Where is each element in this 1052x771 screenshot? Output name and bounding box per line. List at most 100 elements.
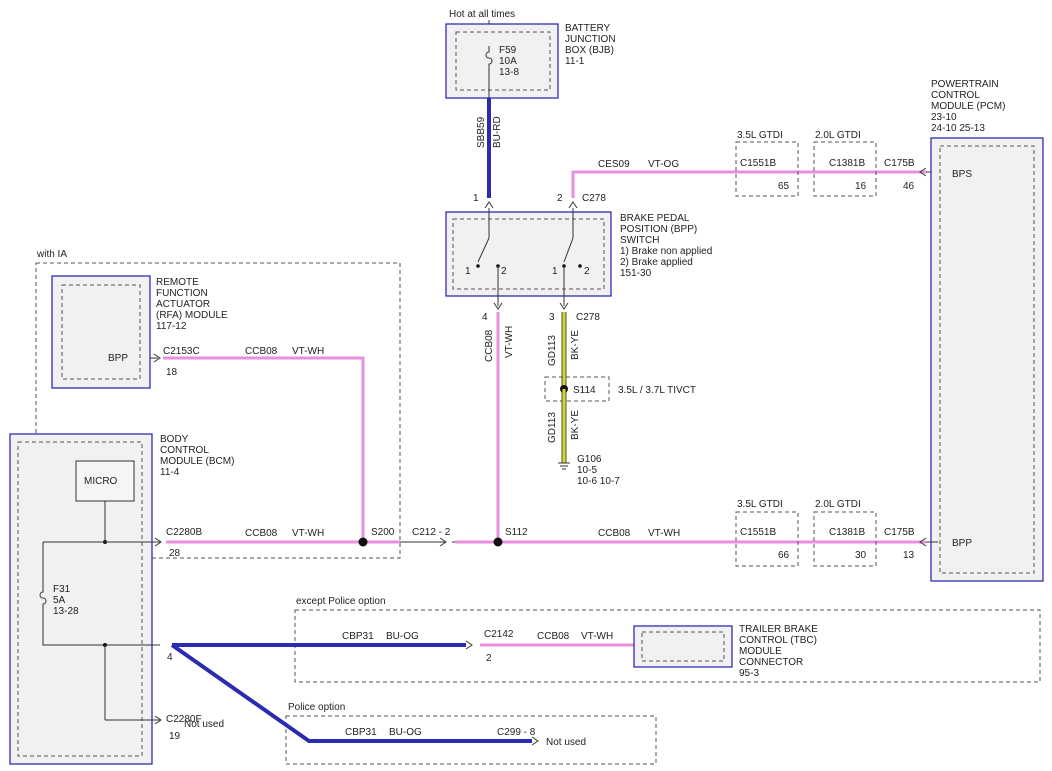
bpp-contact-label-3: 1 xyxy=(552,266,558,277)
c212-label: C212 - 2 xyxy=(412,527,451,538)
c1381b-bottom-box xyxy=(813,511,877,567)
bcm-title-2: CONTROL xyxy=(160,445,209,456)
rfa-pin-bpp: BPP xyxy=(108,353,128,364)
wire-ccb08-rfa xyxy=(163,356,365,542)
c1551b-bottom-box xyxy=(735,511,799,567)
bpp-title-3: SWITCH xyxy=(620,235,659,246)
rfa-title-5: 117-12 xyxy=(156,321,187,332)
c1551b-bottom-pin: 66 xyxy=(778,550,790,561)
c2280f-not-used: Not used xyxy=(184,719,224,730)
rfa-title-4: (RFA) MODULE xyxy=(156,310,228,321)
c1381b-bottom-pin: 30 xyxy=(855,550,867,561)
bpp-switch-blade-1 xyxy=(477,237,490,263)
c1551b-top-label: C1551B xyxy=(740,158,776,169)
c278-pin-2: 2 xyxy=(557,193,563,204)
hot-at-all-times-label: Hot at all times xyxy=(449,9,515,20)
trailer-brake-control-module xyxy=(633,625,733,668)
bcm-fuse-f31-path xyxy=(39,542,160,646)
c175b-bottom-label: C175B xyxy=(884,527,915,538)
c175b-bottom-pin: 13 xyxy=(903,550,915,561)
fuse-f59-symbol xyxy=(485,46,493,98)
sbb59-color-label: BU-RD xyxy=(492,116,503,148)
tbc-title-5: 95-3 xyxy=(739,668,759,679)
bcm-title-3: MODULE (BCM) xyxy=(160,456,234,467)
c1381b-top-pin: 16 xyxy=(855,181,867,192)
bpp-switch-blade-2 xyxy=(563,237,574,263)
bjb-fuse-rating: 10A xyxy=(499,56,517,67)
pcm-title-2: CONTROL xyxy=(931,90,980,101)
bpp-contact-label-1: 1 xyxy=(465,266,471,277)
police-option-group-outline xyxy=(285,715,657,765)
g106-label: G106 xyxy=(577,454,602,465)
g106-ref-2: 10-6 10-7 xyxy=(577,476,620,487)
pcm-inner-outline xyxy=(939,145,1035,574)
c299-label: C299 - 8 xyxy=(497,727,536,738)
pcm-bpp-arrow xyxy=(919,537,927,547)
gd113-upper-circuit: GD113 xyxy=(547,335,558,366)
bpp-title-5: 2) Brake applied xyxy=(620,257,693,268)
c2142-arrow xyxy=(465,640,473,650)
bjb-fuse-ref: 13-8 xyxy=(499,67,519,78)
bpp-contact-2b xyxy=(578,264,582,268)
c278-pin3-arrow xyxy=(559,302,569,310)
c2142-label: C2142 xyxy=(484,629,514,640)
bcm-micro-box xyxy=(75,460,135,502)
ccb08-switch-circuit: CCB08 xyxy=(484,329,495,362)
s200-label: S200 xyxy=(371,527,395,538)
gd113-lower-color: BK-YE xyxy=(570,410,581,440)
pcm-title-4: 23-10 xyxy=(931,112,957,123)
c299-not-used: Not used xyxy=(546,737,586,748)
rfa-title-3: ACTUATOR xyxy=(156,299,210,310)
c2280b-arrow xyxy=(154,537,162,547)
pcm-bps-arrow xyxy=(919,167,927,177)
gtdi-35-bottom: 3.5L GTDI xyxy=(737,499,783,510)
c175b-top-label: C175B xyxy=(884,158,915,169)
bjb-title-1: BATTERY xyxy=(565,23,611,34)
rfa-module xyxy=(51,275,151,389)
ccb08-rfa-circuit: CCB08 xyxy=(245,346,278,357)
s114-splice-box xyxy=(544,376,610,402)
c2153c-pin: 18 xyxy=(166,367,178,378)
c278-top-label: C278 xyxy=(582,193,606,204)
c278-pin1-arrow xyxy=(484,201,494,209)
c2280f-arrow xyxy=(154,715,162,725)
bcm-fuse-label: F31 xyxy=(53,584,71,595)
rfa-title-1: REMOTE xyxy=(156,277,199,288)
ces09-circuit-label: CES09 xyxy=(598,159,630,170)
c1551b-top-pin: 65 xyxy=(778,181,790,192)
with-ia-label: with IA xyxy=(36,249,67,260)
bcm-fuse-rating: 5A xyxy=(53,595,66,606)
gd113-upper-color: BK-YE xyxy=(570,330,581,360)
pcm-title-5: 24-10 25-13 xyxy=(931,123,985,134)
ground-symbol-g106 xyxy=(558,462,570,470)
c1381b-top-box xyxy=(813,141,877,197)
s112-splice xyxy=(493,537,503,547)
c2153c-label: C2153C xyxy=(163,346,200,357)
bpp-contact-1a xyxy=(476,264,480,268)
gd113-lower-circuit: GD113 xyxy=(547,412,558,443)
rfa-inner-outline xyxy=(61,284,141,380)
c278-pin4-arrow xyxy=(493,302,503,310)
tbc-title-4: CONNECTOR xyxy=(739,657,803,668)
ccb08-tbc-color: VT-WH xyxy=(581,631,613,642)
sbb59-circuit-label: SBB59 xyxy=(476,116,487,148)
ccb08-tbc-circuit: CCB08 xyxy=(537,631,570,642)
ccb08-bcm-circuit: CCB08 xyxy=(245,528,278,539)
police-option-label: Police option xyxy=(288,702,345,713)
tbc-title-3: MODULE xyxy=(739,646,782,657)
s114-label: S114 xyxy=(573,385,596,396)
wire-cbp31-police xyxy=(170,643,532,743)
pcm-title-3: MODULE (PCM) xyxy=(931,101,1005,112)
bcm-inner-outline xyxy=(17,441,143,757)
bjb-title-4: 11-1 xyxy=(565,56,585,67)
bpp-contact-label-4: 2 xyxy=(584,266,590,277)
g106-ref-1: 10-5 xyxy=(577,465,597,476)
ces09-color-label: VT-OG xyxy=(648,159,679,170)
c1381b-bottom-label: C1381B xyxy=(829,527,865,538)
battery-junction-box xyxy=(445,23,559,99)
bcm-micro-label: MICRO xyxy=(84,476,118,487)
c175b-top-pin: 46 xyxy=(903,181,915,192)
except-police-label: except Police option xyxy=(296,596,386,607)
rfa-title-2: FUNCTION xyxy=(156,288,208,299)
bpp-title-6: 151-30 xyxy=(620,268,652,279)
